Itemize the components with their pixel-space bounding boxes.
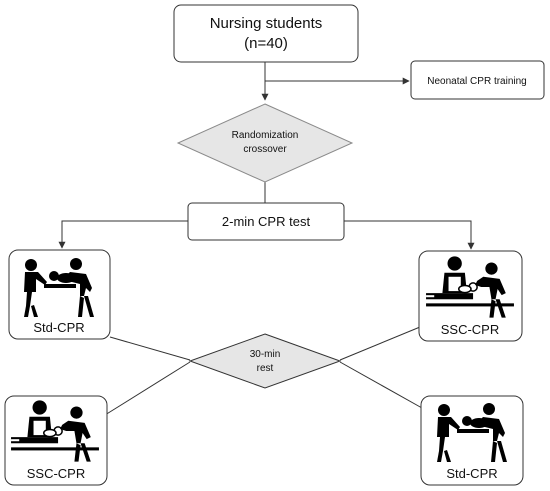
cross-line-top-right xyxy=(339,326,421,361)
panel-bottom-left-ssc-cpr: SSC-CPR xyxy=(4,395,108,486)
panel-bottom-left-label: SSC-CPR xyxy=(27,466,86,481)
cpr-test-box: 2-min CPR test xyxy=(187,202,345,241)
test-to-left-panel-arrow xyxy=(58,220,188,249)
rest-diamond: 30-min rest xyxy=(188,333,342,389)
rest-duration-label: 30-min xyxy=(250,349,281,360)
start-box: Nursing students (n=40) xyxy=(173,4,359,63)
training-box: Neonatal CPR training xyxy=(410,60,545,100)
panel-bottom-right-label: Std-CPR xyxy=(446,466,497,481)
cpr-test-label: 2-min CPR test xyxy=(222,214,311,229)
randomization-label: Randomization xyxy=(232,130,299,141)
cross-line-top-left xyxy=(109,336,191,361)
panel-top-right-label: SSC-CPR xyxy=(441,322,500,337)
cross-line-bottom-left xyxy=(104,361,191,416)
randomization-diamond: Randomization crossover xyxy=(176,103,354,183)
panel-top-left-std-cpr: Std-CPR xyxy=(8,249,111,340)
rest-label: rest xyxy=(257,363,274,374)
training-label: Neonatal CPR training xyxy=(427,76,527,87)
panel-top-left-label: Std-CPR xyxy=(33,320,84,335)
panel-top-right-ssc-cpr: SSC-CPR xyxy=(418,250,523,342)
test-to-right-panel-arrow xyxy=(344,220,475,250)
connectors xyxy=(58,62,475,416)
start-box-title: Nursing students xyxy=(210,15,323,32)
crossover-label: crossover xyxy=(243,144,287,155)
start-box-count: (n=40) xyxy=(244,35,288,52)
cross-line-bottom-right xyxy=(339,361,423,409)
panel-bottom-right-std-cpr: Std-CPR xyxy=(420,395,524,486)
